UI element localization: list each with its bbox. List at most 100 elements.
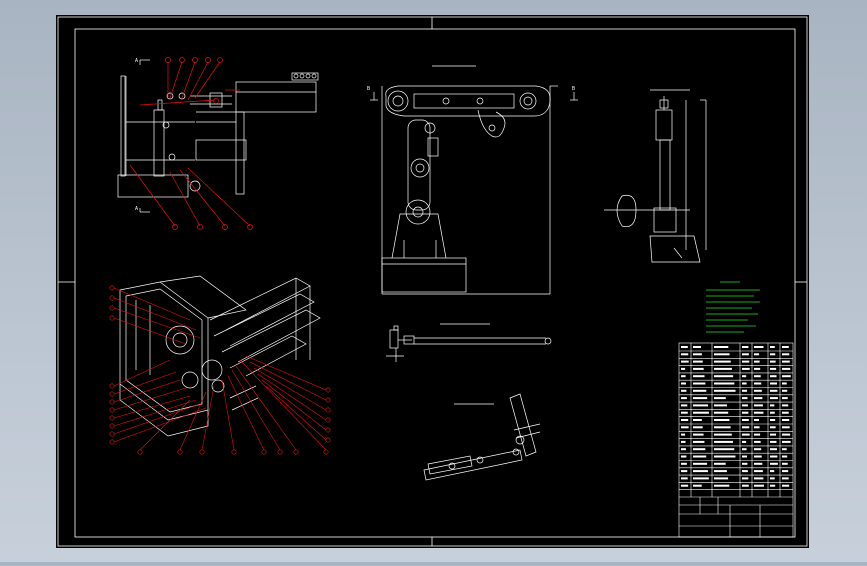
table-cell-mark [770, 440, 777, 443]
table-cell-mark [742, 426, 750, 429]
view-front-callouts [129, 57, 253, 230]
table-cell-mark [782, 360, 790, 363]
table-cell-mark [770, 433, 777, 436]
table-cell-mark [714, 353, 730, 356]
table-cell-mark [754, 470, 763, 473]
table-cell-mark [754, 367, 761, 370]
table-cell-mark [754, 419, 759, 421]
table-cell-mark [782, 353, 790, 356]
table-cell-mark [714, 448, 735, 451]
table-cell-mark [681, 426, 689, 429]
table-cell-mark [742, 470, 748, 473]
table-cell-mark [742, 397, 748, 400]
table-cell-mark [770, 411, 775, 414]
table-cell-mark [770, 346, 775, 348]
table-cell-mark [681, 455, 687, 458]
table-cell-mark [742, 462, 748, 465]
table-cell-mark [681, 389, 687, 392]
table-cell-mark [681, 470, 688, 473]
table-cell-mark [714, 433, 732, 436]
table-cell-mark [681, 353, 689, 356]
table-cell-mark [754, 433, 761, 436]
table-cell-mark [681, 360, 689, 363]
table-cell-mark [742, 360, 750, 363]
table-cell-mark [742, 382, 747, 385]
table-cell-mark [681, 367, 686, 370]
table-cell-mark [693, 448, 706, 451]
section-marker-a-bottom: A [135, 206, 139, 212]
table-cell-mark [782, 477, 789, 480]
parts-list-table [678, 342, 794, 538]
center-marks [58, 17, 807, 546]
table-cell-mark [770, 404, 775, 407]
table-cell-mark [714, 419, 730, 421]
table-cell-mark [754, 455, 762, 458]
table-cell-mark [770, 484, 776, 487]
table-cell-mark [714, 360, 731, 363]
table-cell-mark [782, 419, 790, 421]
table-cell-mark [782, 455, 788, 458]
table-cell-mark [693, 426, 703, 429]
table-cell-mark [754, 440, 761, 443]
table-cell-mark [770, 382, 777, 385]
table-cell-mark [782, 404, 789, 407]
table-cell-mark [742, 448, 747, 451]
table-cell-mark [693, 353, 702, 356]
table-cell-mark [742, 375, 747, 378]
table-cell-mark [742, 455, 747, 458]
table-cell-mark [754, 382, 762, 385]
table-cell-mark [754, 375, 761, 378]
table-cell-mark [681, 382, 686, 385]
view-isometric-callouts [109, 285, 331, 455]
table-cell-mark [681, 484, 689, 487]
table-cell-mark [782, 375, 791, 378]
table-cell-mark [693, 346, 701, 348]
table-cell-mark [742, 411, 749, 414]
view-column-section [604, 89, 707, 263]
table-cell-mark [770, 426, 776, 429]
table-cell-mark [714, 375, 734, 378]
table-cell-mark [742, 367, 750, 370]
table-cell-mark [681, 477, 688, 480]
table-cell-mark [714, 462, 726, 465]
table-cell-mark [782, 448, 787, 451]
table-cell-mark [782, 382, 787, 385]
view-front-assembly [117, 59, 319, 213]
table-cell-mark [754, 462, 763, 465]
table-cell-mark [693, 440, 705, 443]
table-cell-mark [681, 404, 688, 407]
table-cell-mark [693, 470, 708, 473]
table-cell-mark [742, 433, 750, 436]
table-cell-mark [782, 462, 788, 465]
table-cell-mark [770, 470, 775, 473]
table-cell-mark [754, 448, 762, 451]
table-cell-mark [770, 375, 777, 378]
table-cell-mark [693, 397, 708, 400]
table-cell-mark [782, 389, 788, 392]
table-cell-mark [742, 346, 749, 348]
table-cell-mark [693, 367, 704, 370]
table-cell-mark [770, 462, 778, 465]
table-cell-mark [714, 455, 736, 458]
table-cell-mark [742, 353, 749, 356]
table-cell-mark [681, 397, 687, 400]
table-cell-mark [770, 477, 775, 480]
table-cell-mark [693, 477, 709, 480]
table-cell-mark [693, 389, 707, 392]
table-cell-mark [742, 404, 748, 407]
table-cell-mark [681, 440, 686, 443]
table-cell-mark [782, 411, 789, 414]
table-cell-mark [742, 389, 748, 392]
table-cell-mark [693, 462, 708, 465]
table-cell-mark [693, 404, 709, 407]
table-cell-mark [714, 440, 734, 443]
table-cell-mark [754, 389, 762, 392]
table-cell-mark [714, 389, 736, 392]
table-cell-mark [754, 484, 764, 487]
inner-frame [74, 28, 796, 538]
table-cell-mark [693, 411, 709, 414]
view-robot-arm [370, 65, 578, 295]
table-cell-mark [782, 484, 790, 487]
table-cell-mark [714, 346, 729, 348]
